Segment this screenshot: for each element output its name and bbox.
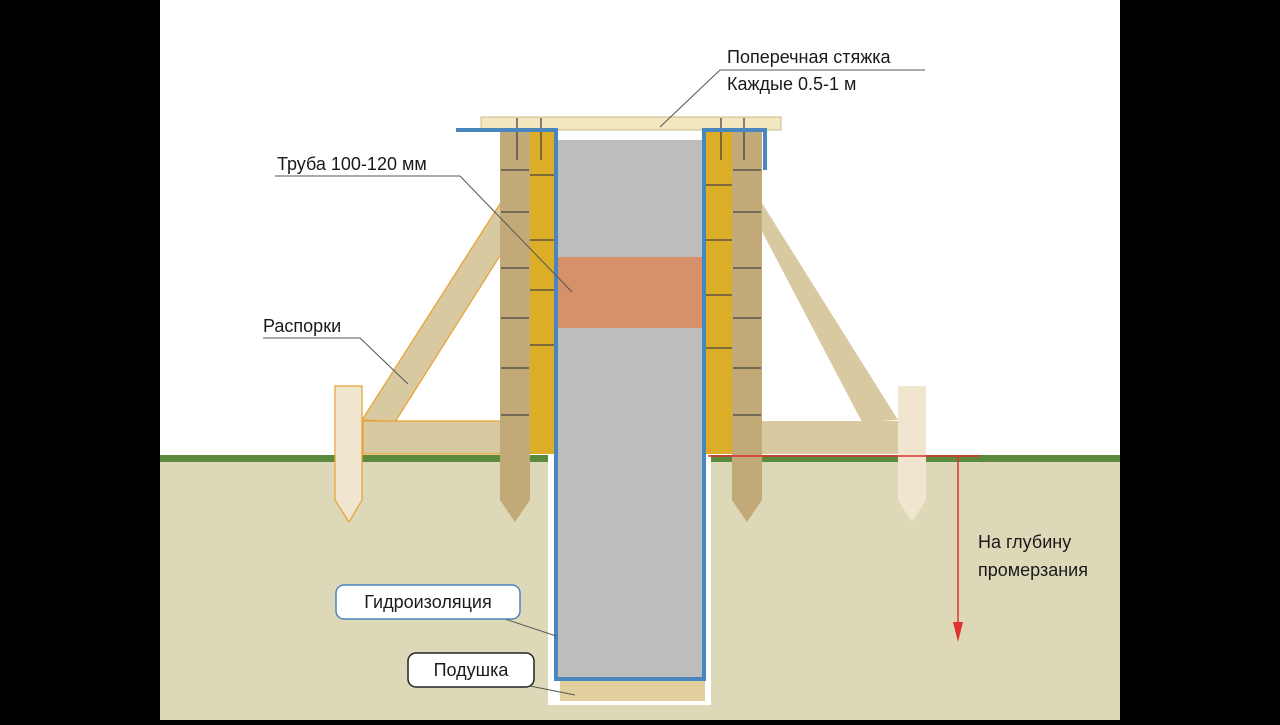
right-horizontal-strut [758,421,898,454]
pipe-label: Труба 100-120 мм [277,154,427,174]
cushion-label: Подушка [434,660,510,680]
cross-tie-label-line1: Поперечная стяжка [727,47,892,67]
depth-arrow-head [953,622,963,642]
left-horizontal-strut [362,420,504,455]
cross-tie [480,116,782,131]
waterproofing-label-box [335,584,521,620]
concrete-column [558,140,704,678]
right-board-joints [706,118,761,416]
pipe-section [558,257,704,328]
leader-lines [263,69,925,696]
waterproofing-label: Гидроизоляция [364,592,491,612]
left-board-joints [501,118,556,416]
struts-label: Распорки [263,316,341,336]
left-outer-stake [334,385,363,524]
depth-label-line1: На глубину [978,532,1071,552]
right-black-bar [1120,0,1280,720]
left-inner-stake [500,130,530,522]
cushion-label-box [407,652,535,688]
cross-tie-label-line2: Каждые 0.5-1 м [727,74,856,94]
cushion-layer [560,679,705,701]
right-inner-stake [732,130,762,522]
left-black-bar [0,0,160,720]
right-outer-stake [898,386,926,522]
depth-label-line2: промерзания [978,560,1088,580]
left-formwork-board [530,130,556,454]
waterproofing-layer [456,128,767,681]
right-diagonal-strut [735,180,898,422]
right-formwork-board [706,130,732,454]
